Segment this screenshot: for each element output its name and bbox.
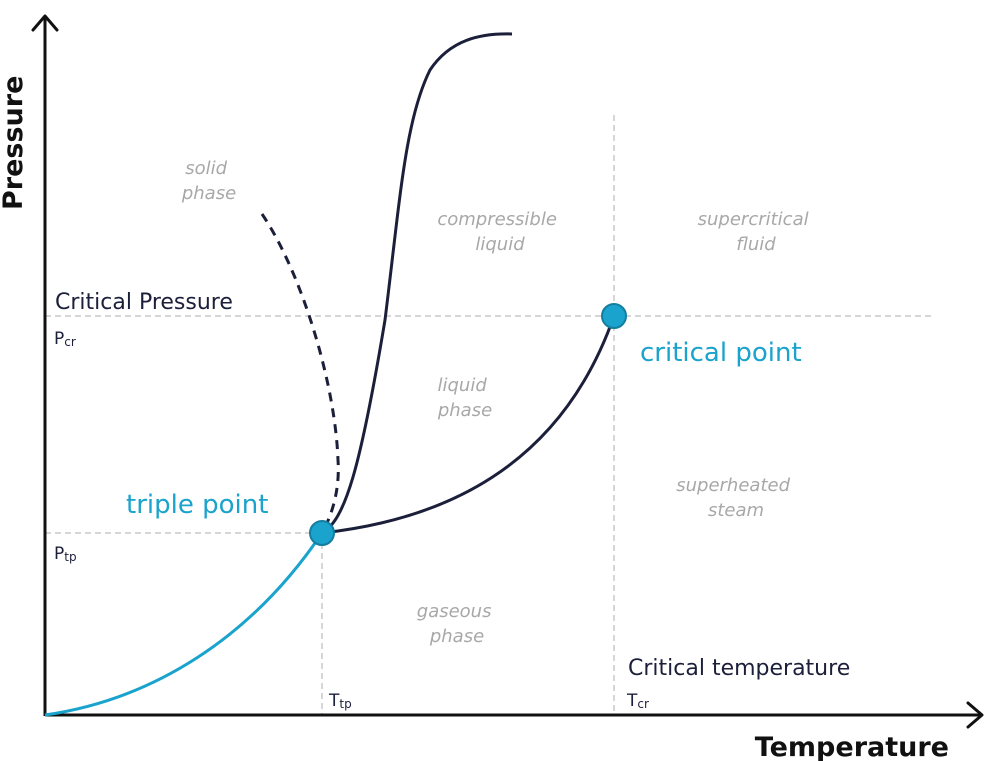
critical-temperature-label: Critical temperature <box>628 656 850 681</box>
supercritical-fluid-region: supercritical fluid <box>698 209 815 255</box>
x-axis <box>45 701 984 729</box>
x-axis-title: Temperature <box>755 732 949 761</box>
p-tp-label: Ptp <box>54 544 77 564</box>
gaseous-phase-region: gaseous phase <box>417 601 497 647</box>
critical-point-label: critical point <box>640 338 802 368</box>
x-axis-arrow-icon <box>966 701 984 729</box>
vaporization-curve <box>321 315 616 535</box>
liquid-phase-region: liquid phase <box>437 375 493 421</box>
t-cr-label: Tcr <box>626 691 649 711</box>
y-axis <box>31 14 59 716</box>
sublimation-curve <box>44 532 324 717</box>
compressible-liquid-region: compressible liquid <box>437 209 562 255</box>
y-axis-title: Pressure <box>0 76 29 210</box>
superheated-steam-region: superheated steam <box>676 475 796 521</box>
critical-pressure-label: Critical Pressure <box>55 290 233 315</box>
y-axis-arrow-icon <box>31 14 59 32</box>
anomalous-melting-curve <box>260 213 340 534</box>
p-cr-label: Pcr <box>54 329 76 349</box>
critical-point-marker <box>601 303 627 329</box>
melting-curve <box>321 32 513 535</box>
t-tp-label: Ttp <box>328 691 352 711</box>
solid-phase-region: solid phase <box>181 158 236 204</box>
triple-point-label: triple point <box>126 490 268 520</box>
triple-point-marker <box>309 520 335 546</box>
